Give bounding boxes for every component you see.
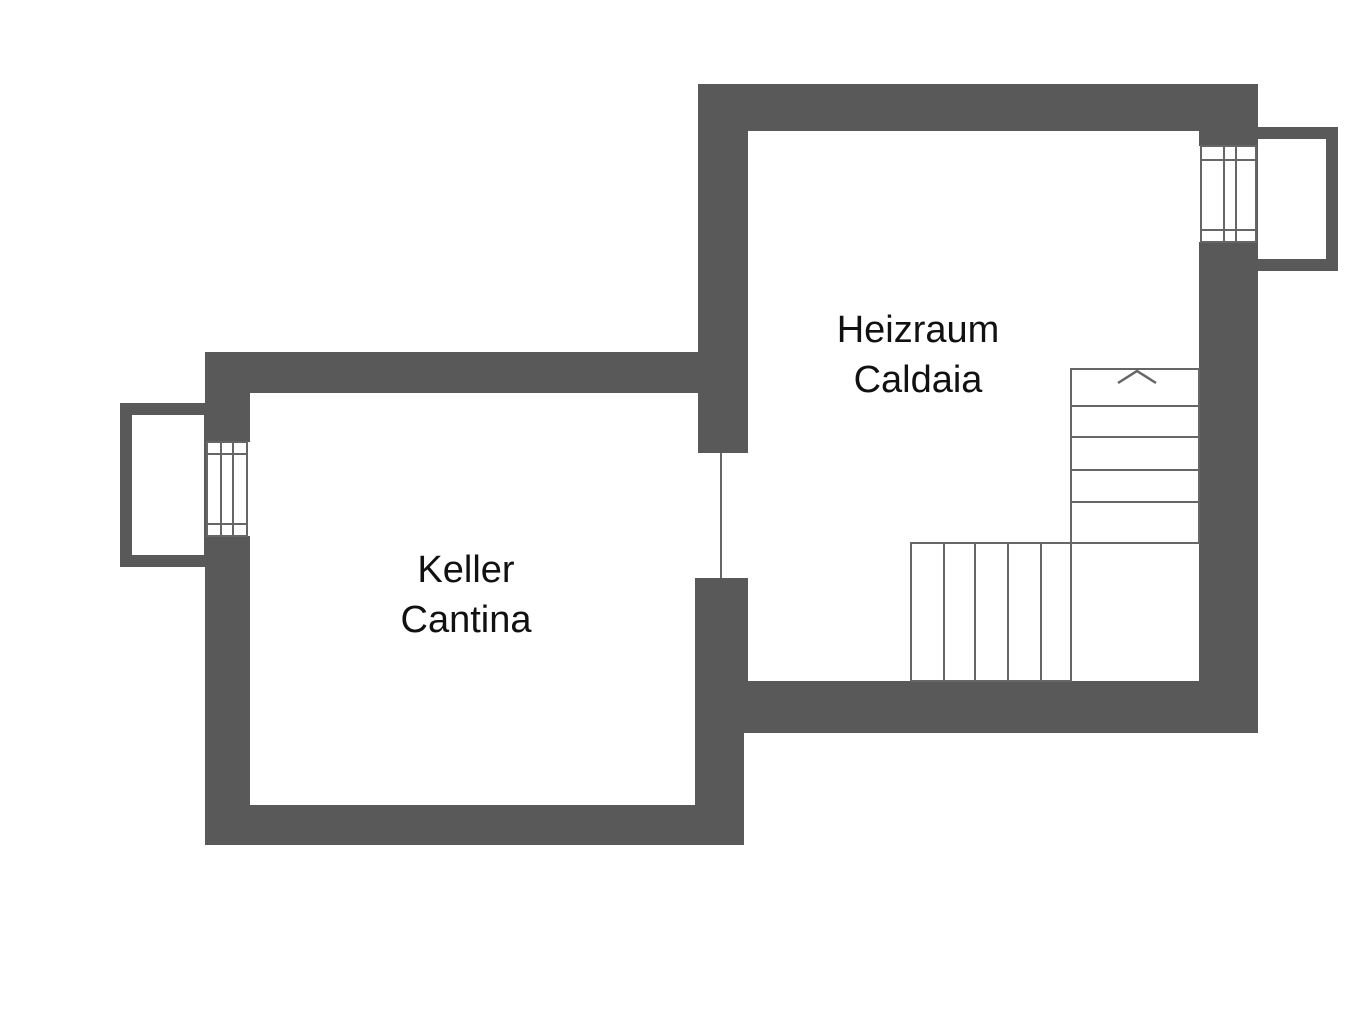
stair-upper-flight (1070, 368, 1200, 544)
window-left (120, 403, 248, 567)
heizraum-label-it: Caldaia (854, 359, 984, 401)
keller-wall-left-lower (205, 536, 250, 845)
heizraum-wall-right-lower (1199, 242, 1258, 733)
stair-lower-flight (910, 542, 1072, 682)
window-right-frame (1200, 145, 1257, 243)
window-left-frame (206, 441, 248, 537)
staircase (910, 368, 1200, 682)
keller-label-de: Keller (417, 549, 514, 591)
heizraum-label-de: Heizraum (837, 309, 1000, 351)
stair-up-arrow-icon (1117, 369, 1157, 385)
keller-wall-bottom (205, 805, 744, 845)
heizraum-wall-left-upper (698, 84, 748, 453)
light-well-left (120, 403, 216, 567)
keller-walls (205, 352, 748, 845)
keller-wall-top (205, 352, 748, 393)
keller-label-it: Cantina (401, 599, 533, 641)
heizraum-wall-top (698, 84, 1258, 131)
heizraum-wall-bottom (698, 681, 1258, 733)
heizraum-walls (695, 84, 1258, 733)
keller-wall-right-lower (695, 578, 744, 845)
window-right (1200, 127, 1338, 271)
light-well-right (1246, 127, 1338, 271)
